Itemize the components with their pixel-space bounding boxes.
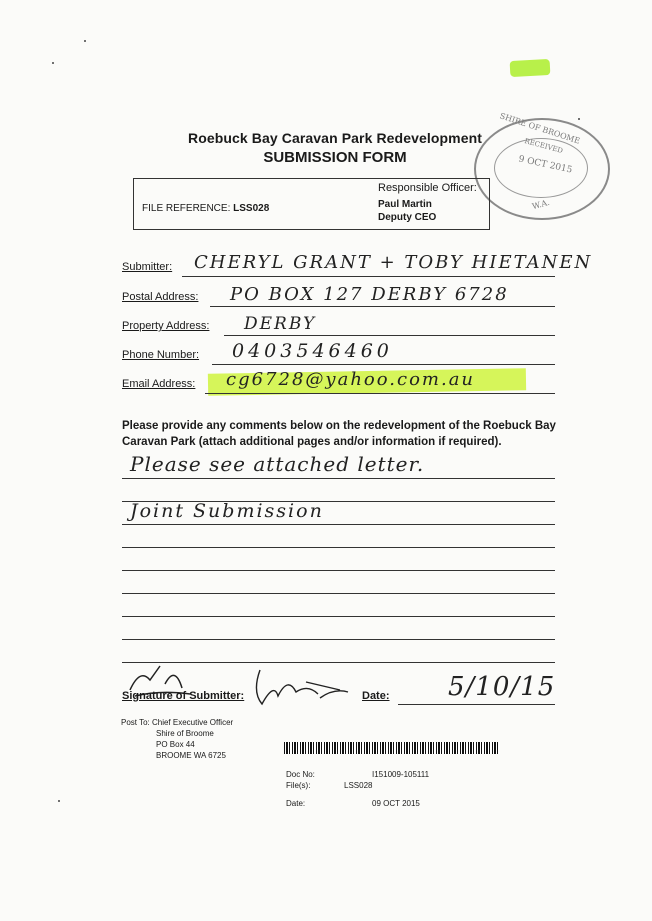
form-title: Roebuck Bay Caravan Park Redevelopment [187,130,483,146]
email-address-line [205,393,555,394]
files-value: LSS028 [344,781,373,790]
phone-number-value: 0403546460 [232,340,393,362]
post-to-line1: Post To: Chief Executive Officer [121,718,234,727]
signature-label: Signature of Submitter: [122,690,245,702]
stamp-inner-ring [494,138,588,198]
officer-title: Deputy CEO [378,212,437,223]
scan-speck [84,40,86,42]
signature-date-line [398,704,555,705]
submitter-label: Submitter: [122,261,173,273]
post-to-line3: PO Box 44 [156,740,195,749]
files-label: File(s): [286,781,311,790]
property-address-line [224,335,555,336]
file-reference-code: LSS028 [233,203,270,214]
post-to-line2: Shire of Broome [156,729,214,738]
comment-line [122,616,555,617]
comment-text-line1: Please see attached letter. [130,452,425,476]
comments-instructions: Please provide any comments below on the… [122,420,556,448]
comment-line [122,639,555,640]
officer-name: Paul Martin [378,199,432,210]
doc-date-value: 09 OCT 2015 [372,799,420,808]
doc-no-value: I151009-105111 [372,770,430,779]
submitter-value: CHERYL GRANT + TOBY HIETANEN [194,252,593,273]
doc-no-label: Doc No: [286,770,315,779]
signature-mark [255,669,349,706]
phone-number-label: Phone Number: [122,349,200,361]
postal-address-line [210,306,555,307]
comment-line [122,547,555,548]
highlighter-mark [509,58,551,78]
email-address-label: Email Address: [122,378,196,390]
document-barcode [284,742,500,754]
email-address-value: cg6728@yahoo.com.au [226,369,476,390]
file-reference: FILE REFERENCE: LSS028 [142,203,269,214]
property-address-label: Property Address: [122,320,210,332]
property-address-value: DERBY [244,314,317,334]
file-reference-box: FILE REFERENCE: LSS028 Responsible Offic… [133,178,490,230]
signature-date-value: 5/10/15 [448,672,556,702]
doc-date-label: Date: [286,799,306,808]
submitter-line [182,276,555,277]
scan-speck [58,800,60,802]
phone-number-line [212,364,555,365]
form-subtitle: SUBMISSION FORM [263,149,407,166]
stamp-bottom-text: W.A. [531,197,551,212]
comment-line [122,662,555,663]
scan-speck [52,62,54,64]
postal-address-label: Postal Address: [122,291,199,303]
file-reference-label: FILE REFERENCE: [142,203,231,214]
comment-text-line2: Joint Submission [130,500,324,522]
postal-address-value: PO BOX 127 DERBY 6728 [230,284,509,305]
comment-line [122,478,555,479]
comment-line [122,501,555,502]
received-stamp: SHIRE OF BROOME RECEIVED 9 OCT 2015 W.A. [474,111,610,220]
scan-speck [578,118,580,120]
officer-label: Responsible Officer: [378,182,477,194]
signature-initials [129,665,191,697]
signature-date-label: Date: [362,690,390,702]
comment-line [122,524,555,525]
comment-line [122,593,555,594]
comment-line [122,570,555,571]
post-to-line4: BROOME WA 6725 [156,751,226,760]
